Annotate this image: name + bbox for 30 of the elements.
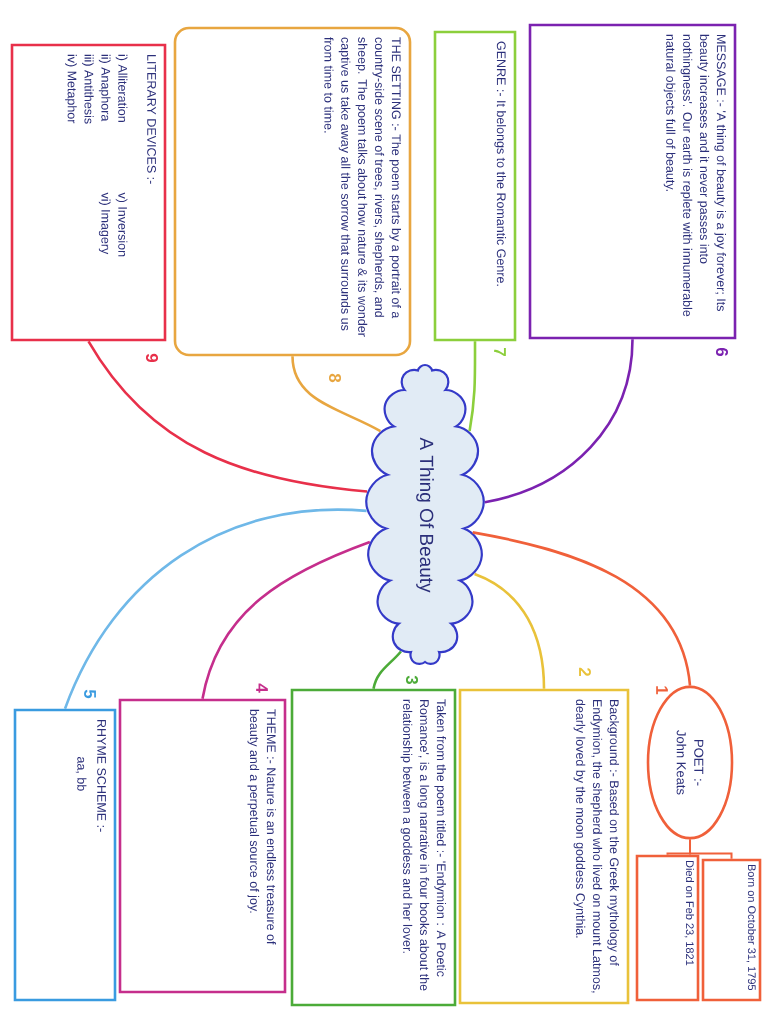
branch-line [484, 339, 634, 504]
branch-number: 2 [579, 667, 591, 677]
branch-line [468, 341, 477, 432]
branch-line [87, 340, 368, 493]
note-box: RHYME SCHEME :- aa, bb [13, 708, 117, 1002]
branch-number: 1 [656, 686, 668, 695]
branch-number: 5 [84, 689, 96, 699]
branch-number: 9 [146, 353, 158, 363]
title-cloud: A Thing Of Beauty [365, 363, 485, 666]
branch-line [666, 838, 691, 856]
branch-number: 3 [406, 675, 419, 685]
branch-line [474, 572, 546, 689]
note-box: THE SETTING :- The poem starts by a portrait of a country-side scene of trees, rivers, shepherds, and sheep. The poem talks about how nature & its wonder captive us take away all the sorrow that surrounds us from time to time. [173, 26, 412, 357]
branch-line [372, 650, 402, 689]
note-box: Background :- Based on the Greek mythology of Endymion, the shepherd who lived on mount Latmos, dearly loved by the moon goddess Cynthia. [458, 688, 630, 1005]
note-box: THEME :- Nature is an endless treasure of beauty and a perpetual source of joy. [118, 698, 287, 994]
branch-number: 8 [329, 373, 342, 383]
note-box: Taken from the poem titled :- 'Endymion : A Poetic Romance', is a long narrative in four books about the relationship between a goddess and her lover. [290, 688, 457, 1007]
branch-number: 7 [494, 348, 506, 356]
branch-line [63, 508, 367, 710]
branch-number: 4 [256, 683, 268, 693]
branch-number: 6 [716, 347, 729, 357]
branch-line [472, 531, 692, 686]
branch-line [201, 540, 371, 699]
note-box: Died on Feb 23, 1821 [635, 854, 700, 1002]
note-box: MESSAGE :- 'A thing of beauty is a joy forever; Its beauty increases and it never passes into nothingness'. Our earth is replete with innumerable natural objects full of beauty. [528, 23, 737, 340]
note-box: GENRE :- It belongs to the Romantic Genre. [433, 30, 517, 342]
note-box: LITERARY DEVICES :- i) Alliteration ii) Anaphora iii) Antithesis iv) Metaphor v) Inversion vi) Imagery [10, 43, 167, 342]
branch-line [291, 356, 382, 433]
note-box: Born on October 31, 1795 [701, 858, 762, 1002]
